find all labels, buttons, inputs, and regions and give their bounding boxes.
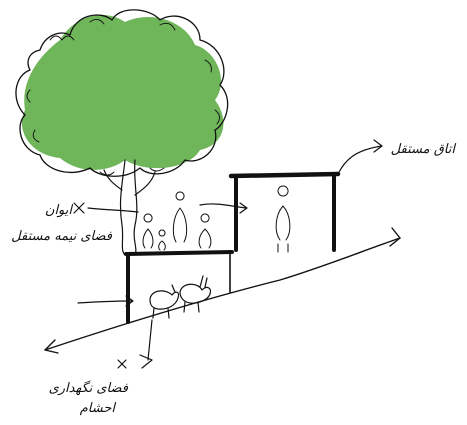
room-roof <box>231 174 338 176</box>
people <box>143 186 290 252</box>
person-ivan-4 <box>159 230 166 250</box>
arrow-into-room <box>200 203 247 213</box>
arrow-into-stable <box>78 296 133 306</box>
arrow-ivan-pointer <box>88 208 138 212</box>
stable-leader <box>140 320 152 368</box>
ground-line <box>45 238 400 350</box>
person-in-room <box>276 186 290 252</box>
goat-1 <box>150 285 179 318</box>
animals <box>150 276 210 318</box>
ground-arrow-right <box>390 228 400 246</box>
upper-room <box>231 174 338 250</box>
semi-open-label: فضای نیمه مستقل <box>11 229 113 244</box>
ivan-cross-mark <box>74 203 84 213</box>
goat-2 <box>180 276 210 312</box>
lower-level <box>126 252 232 322</box>
person-ivan-1 <box>173 192 186 242</box>
leader-lines <box>74 203 152 368</box>
ivan-label: ایوان <box>45 203 73 218</box>
arrow-room-label <box>338 140 382 174</box>
person-ivan-2 <box>199 214 211 248</box>
stable-cross-mark <box>118 360 126 368</box>
livestock-label-line2: احشام <box>80 401 117 416</box>
tree <box>16 10 228 255</box>
person-ivan-3 <box>143 214 153 248</box>
room-label: اتاق مستقل <box>391 142 457 157</box>
lower-roof <box>126 252 232 254</box>
livestock-label-line1: فضای نگهداری <box>49 380 129 396</box>
